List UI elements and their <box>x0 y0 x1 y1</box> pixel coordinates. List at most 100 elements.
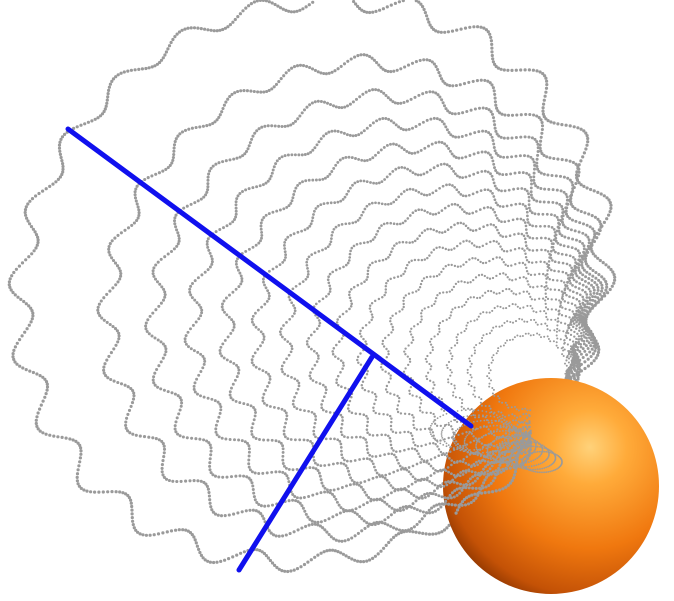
trail-dot <box>295 64 300 68</box>
trail-dot <box>522 218 525 222</box>
trail-dot <box>383 518 387 522</box>
trail-dot <box>546 119 550 123</box>
trail-dot <box>436 445 439 448</box>
trail-dot <box>306 515 310 519</box>
trail-dot <box>232 325 236 329</box>
trail-dot <box>414 499 418 503</box>
trail-dot <box>148 314 152 318</box>
trail-dot <box>443 502 447 506</box>
trail-dot <box>562 190 566 194</box>
trail-dot <box>571 160 575 164</box>
trail-dot <box>558 305 562 308</box>
trail-dot <box>555 188 559 192</box>
trail-dot <box>539 149 543 153</box>
trail-dot <box>600 295 604 299</box>
trail-dot <box>344 155 348 159</box>
trail-dot <box>243 440 247 444</box>
trail-dot <box>450 357 453 360</box>
trail-dot <box>449 225 453 229</box>
trail-dot <box>387 540 391 545</box>
trail-dot <box>597 232 601 236</box>
trail-dot <box>178 408 182 412</box>
trail-dot <box>519 335 522 338</box>
trail-coil-dot <box>494 419 497 422</box>
trail-dot <box>245 475 249 479</box>
trail-dot <box>332 227 336 231</box>
trail-dot <box>482 311 485 314</box>
trail-dot <box>276 4 280 8</box>
trail-dot <box>503 220 507 224</box>
trail-coil-dot <box>492 412 495 415</box>
trail-dot <box>305 260 309 264</box>
trail-dot <box>446 109 450 113</box>
trail-dot <box>232 361 236 365</box>
trail-dot <box>472 499 476 503</box>
trail-dot <box>287 353 291 357</box>
trail-dot <box>569 365 572 368</box>
trail-dot <box>145 329 149 334</box>
trail-dot <box>401 221 405 225</box>
trail-dot <box>514 456 518 460</box>
trail-dot <box>30 309 34 313</box>
trail-dot <box>227 557 231 561</box>
trail-dot <box>339 442 343 446</box>
trail-dot <box>560 290 564 293</box>
trail-dot <box>415 508 419 512</box>
trail-dot <box>225 313 229 317</box>
trail-dot <box>582 334 585 337</box>
trail-dot <box>588 350 592 354</box>
trail-dot <box>415 290 418 293</box>
trail-dot <box>452 285 456 289</box>
trail-dot <box>570 359 573 362</box>
trail-dot <box>259 504 263 508</box>
trail-dot <box>312 425 316 429</box>
trail-dot <box>509 339 511 341</box>
trail-dot <box>349 299 353 303</box>
trail-dot <box>228 293 231 297</box>
trail-dot <box>551 200 555 204</box>
trail-dot <box>280 407 284 411</box>
trail-dot <box>365 180 369 184</box>
trail-dot <box>607 198 611 202</box>
trail-dot <box>126 69 130 73</box>
trail-dot <box>577 322 581 326</box>
trail-dot <box>130 512 134 516</box>
trail-dot <box>568 178 572 182</box>
trail-dot <box>38 407 42 411</box>
trail-coil-dot <box>515 427 517 430</box>
trail-dot <box>434 141 438 145</box>
trail-dot <box>578 306 581 309</box>
trail-dot <box>532 310 535 313</box>
trail-dot <box>236 194 240 198</box>
trail-dot <box>447 204 450 208</box>
trail-dot <box>493 96 497 100</box>
trail-dot <box>424 532 428 536</box>
trail-dot <box>528 112 532 117</box>
trail-dot <box>107 250 111 254</box>
trail-dot <box>220 305 224 309</box>
trail-dot <box>292 193 296 196</box>
trail-dot <box>446 466 450 469</box>
trail-dot <box>324 132 328 136</box>
trail-dot <box>492 119 496 123</box>
trail-dot <box>494 151 498 155</box>
trail-dot <box>353 459 357 462</box>
trail-coil-dot <box>464 437 467 440</box>
trail-dot <box>447 360 451 364</box>
trail-dot <box>186 529 190 533</box>
trail-dot <box>110 490 114 494</box>
trail-dot <box>452 391 455 394</box>
trail-coil-dot <box>466 434 469 437</box>
trail-dot <box>338 440 342 443</box>
trail-dot <box>392 200 396 204</box>
trail-coil-dot <box>445 423 448 426</box>
trail-dot <box>144 66 148 71</box>
trail-dot <box>508 278 511 281</box>
trail-dot <box>415 449 419 453</box>
trail-dot <box>585 285 588 289</box>
trail-dot <box>453 185 457 189</box>
trail-dot <box>323 464 327 467</box>
trail-dot <box>425 375 428 378</box>
